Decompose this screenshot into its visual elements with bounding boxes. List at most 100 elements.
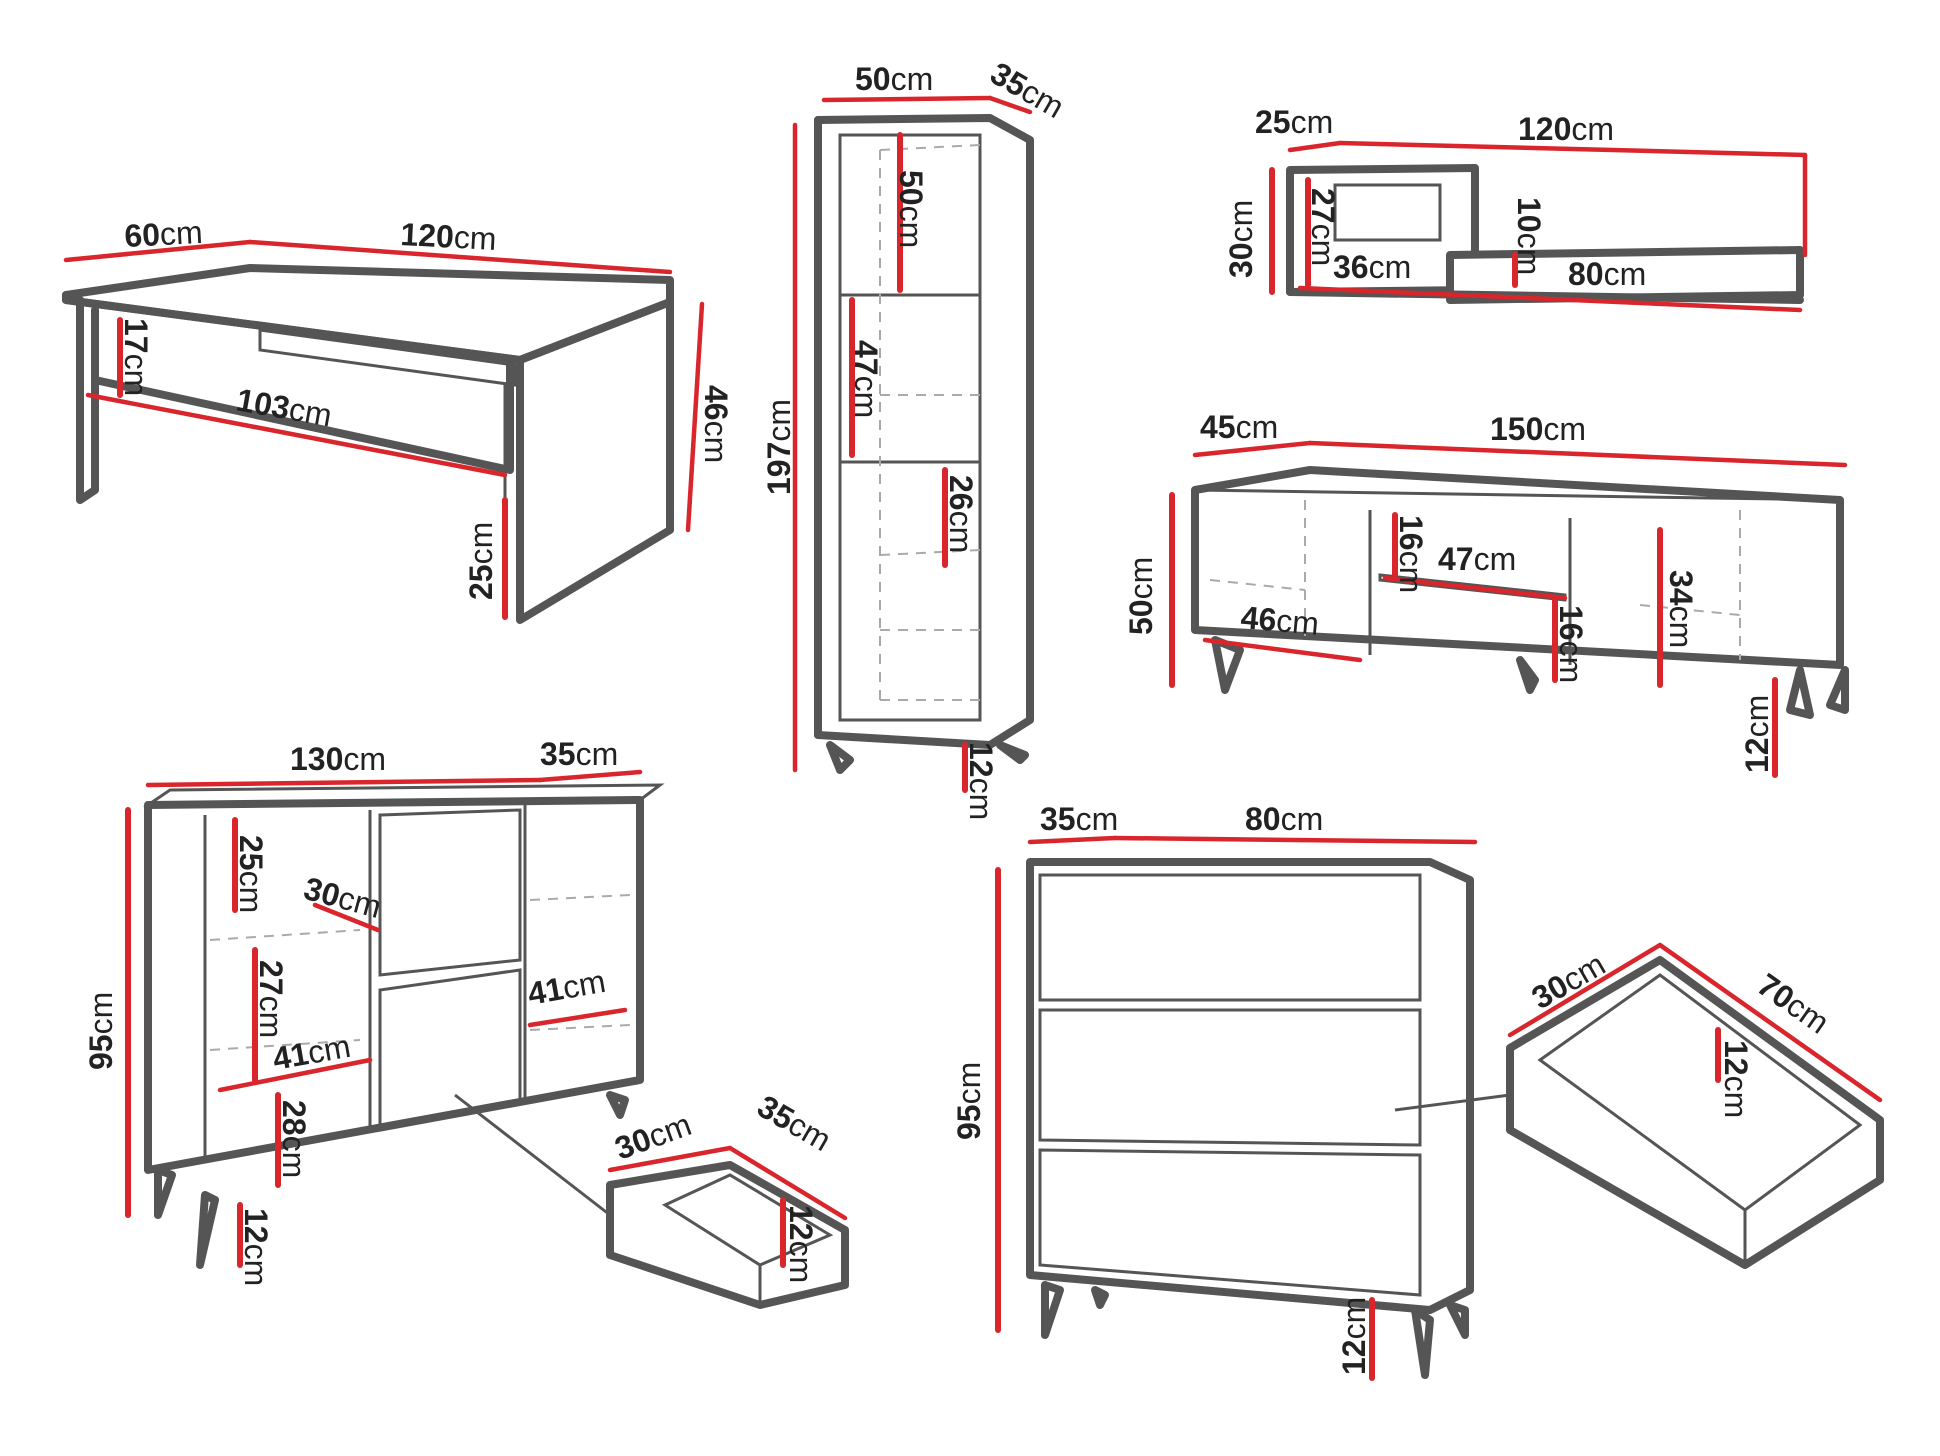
tv-stand: 45cm 150cm 50cm 16cm 47cm 46cm 16cm 34cm… bbox=[1123, 409, 1849, 778]
desk-height-unit: cm bbox=[698, 421, 734, 464]
desk-width-unit: cm bbox=[453, 219, 497, 257]
sideboard-comp-top-unit: cm bbox=[233, 871, 269, 914]
tv-stand-height-label: 50cm bbox=[1123, 557, 1159, 635]
sideboard-drawer: 30cm 35cm 12cm bbox=[606, 1088, 849, 1309]
sideboard-drawer-height-unit: cm bbox=[783, 1241, 819, 1284]
chest-of-drawers: 35cm 80cm 95cm 12cm 30cm 70cm 12cm bbox=[951, 801, 1884, 1381]
bookcase-shelf-mid-label: 47cm bbox=[848, 340, 884, 418]
tv-stand-center-shelf-unit: cm bbox=[1474, 541, 1517, 577]
desk-inner-width-value: 103 bbox=[234, 381, 293, 426]
sideboard-comp-mid-value: 27 bbox=[253, 960, 289, 996]
sideboard-height-label: 95cm bbox=[83, 992, 119, 1070]
wall-shelf-shelf-width-unit: cm bbox=[1604, 256, 1647, 292]
wall-shelf-height-label: 30cm bbox=[1223, 200, 1259, 278]
tv-stand-center-top-value: 16 bbox=[1393, 515, 1429, 551]
chest-drawer-height-value: 12 bbox=[1718, 1040, 1754, 1076]
wall-shelf-box-width-label: 36cm bbox=[1333, 249, 1411, 285]
wall-shelf-box-height-unit: cm bbox=[1305, 224, 1341, 267]
chest-drawer-height-label: 12cm bbox=[1718, 1040, 1754, 1118]
sideboard-right-width-label: 41cm bbox=[525, 963, 608, 1012]
tv-stand-width-value: 150 bbox=[1490, 411, 1543, 447]
wall-shelf-width-unit: cm bbox=[1571, 111, 1614, 147]
sideboard-comp-top-label: 25cm bbox=[233, 835, 269, 913]
bookcase: 50cm 35cm 197cm 50cm 47cm 26cm 12cm bbox=[761, 55, 1070, 820]
bookcase-shelf-top-label: 50cm bbox=[893, 170, 929, 248]
desk-leg-height-label: 25cm bbox=[463, 522, 499, 600]
desk-height-label: 46cm bbox=[698, 385, 734, 463]
wall-shelf-box-height-value: 27 bbox=[1305, 188, 1341, 224]
tv-stand-center-low-label: 16cm bbox=[1553, 605, 1589, 683]
sideboard-drawer-height-value: 12 bbox=[783, 1205, 819, 1241]
tv-stand-center-low-value: 16 bbox=[1553, 605, 1589, 641]
sideboard-comp-mid-unit: cm bbox=[253, 996, 289, 1039]
wall-shelf-gap-value: 10 bbox=[1511, 197, 1547, 233]
desk-depth-unit: cm bbox=[159, 214, 203, 252]
chest-leg-height-value: 12 bbox=[1336, 1339, 1372, 1375]
tv-stand-right-height-unit: cm bbox=[1663, 606, 1699, 649]
tv-stand-leg-height-label: 12cm bbox=[1739, 695, 1775, 773]
wall-shelf-gap-unit: cm bbox=[1511, 233, 1547, 276]
tv-stand-depth-unit: cm bbox=[1236, 409, 1279, 445]
chest-width-unit: cm bbox=[1281, 801, 1324, 837]
bookcase-shelf-mid-unit: cm bbox=[848, 376, 884, 419]
bookcase-shelf-top-unit: cm bbox=[893, 206, 929, 249]
sideboard-drawer-height-label: 12cm bbox=[783, 1205, 819, 1283]
wall-shelf-box-width-value: 36 bbox=[1333, 249, 1369, 285]
bookcase-height-value: 197 bbox=[761, 442, 797, 495]
bookcase-shelf-low-unit: cm bbox=[943, 511, 979, 554]
wall-shelf: 25cm 120cm 30cm 27cm 36cm 10cm 80cm bbox=[1223, 104, 1808, 313]
sideboard-width-value: 130 bbox=[290, 741, 343, 777]
desk-depth-label: 60cm bbox=[123, 214, 203, 254]
bookcase-leg-height-unit: cm bbox=[963, 778, 999, 821]
chest-depth-value: 35 bbox=[1040, 801, 1076, 837]
wall-shelf-depth-unit: cm bbox=[1291, 104, 1334, 140]
sideboard-comp-width-unit: cm bbox=[305, 1028, 353, 1071]
tv-stand-height-value: 50 bbox=[1123, 599, 1159, 635]
desk-width-label: 120cm bbox=[400, 216, 498, 257]
desk-height-value: 46 bbox=[698, 385, 734, 421]
tv-stand-height-unit: cm bbox=[1123, 557, 1159, 600]
tv-stand-width-unit: cm bbox=[1543, 411, 1586, 447]
wall-shelf-box-height-label: 27cm bbox=[1305, 188, 1341, 266]
sideboard-comp-top-value: 25 bbox=[233, 835, 269, 871]
bookcase-width-label: 50cm bbox=[855, 61, 933, 97]
wall-shelf-shelf-width-value: 80 bbox=[1568, 256, 1604, 292]
bookcase-leg-height-value: 12 bbox=[963, 742, 999, 778]
sideboard-drawer-width-label: 35cm bbox=[752, 1088, 838, 1158]
wall-shelf-depth-label: 25cm bbox=[1255, 104, 1333, 140]
wall-shelf-box-width-unit: cm bbox=[1369, 249, 1412, 285]
tv-stand-right-height-value: 34 bbox=[1663, 570, 1699, 606]
sideboard-width-unit: cm bbox=[343, 741, 386, 777]
desk: 60cm 120cm 46cm 103cm 17cm 25cm bbox=[62, 214, 734, 624]
wall-shelf-gap-label: 10cm bbox=[1511, 197, 1547, 275]
chest-width-value: 80 bbox=[1245, 801, 1281, 837]
sideboard-comp-low-value: 28 bbox=[276, 1100, 312, 1136]
chest-depth-unit: cm bbox=[1076, 801, 1119, 837]
bookcase-depth-label: 35cm bbox=[985, 55, 1071, 125]
bookcase-shelf-top-value: 50 bbox=[893, 170, 929, 206]
chest-leg-height-label: 12cm bbox=[1336, 1297, 1372, 1375]
sideboard-height-value: 95 bbox=[83, 1034, 119, 1070]
tv-stand-left-shelf-value: 46 bbox=[1239, 599, 1278, 638]
sideboard-depth-unit: cm bbox=[576, 736, 619, 772]
sideboard-height-unit: cm bbox=[83, 992, 119, 1035]
wall-shelf-shelf-width-label: 80cm bbox=[1568, 256, 1646, 292]
bookcase-shelf-mid-value: 47 bbox=[848, 340, 884, 376]
desk-drawer-height-label: 17cm bbox=[118, 318, 154, 396]
tv-stand-left-shelf-label: 46cm bbox=[1239, 599, 1320, 642]
chest-height-label: 95cm bbox=[951, 1062, 987, 1140]
desk-leg-height-value: 25 bbox=[463, 564, 499, 600]
chest-drawer: 30cm 70cm 12cm bbox=[1506, 942, 1884, 1269]
tv-stand-center-top-unit: cm bbox=[1393, 551, 1429, 594]
chest-drawer-height-unit: cm bbox=[1718, 1076, 1754, 1119]
chest-height-value: 95 bbox=[951, 1104, 987, 1140]
desk-drawer-height-value: 17 bbox=[118, 318, 154, 354]
sideboard-comp-low-unit: cm bbox=[276, 1136, 312, 1179]
desk-depth-value: 60 bbox=[123, 216, 160, 254]
sideboard-width-label: 130cm bbox=[290, 741, 386, 777]
bookcase-shelf-low-label: 26cm bbox=[943, 475, 979, 553]
wall-shelf-height-value: 30 bbox=[1223, 242, 1259, 278]
desk-drawer-height-unit: cm bbox=[118, 354, 154, 397]
sideboard-right-width-value: 41 bbox=[525, 970, 566, 1012]
